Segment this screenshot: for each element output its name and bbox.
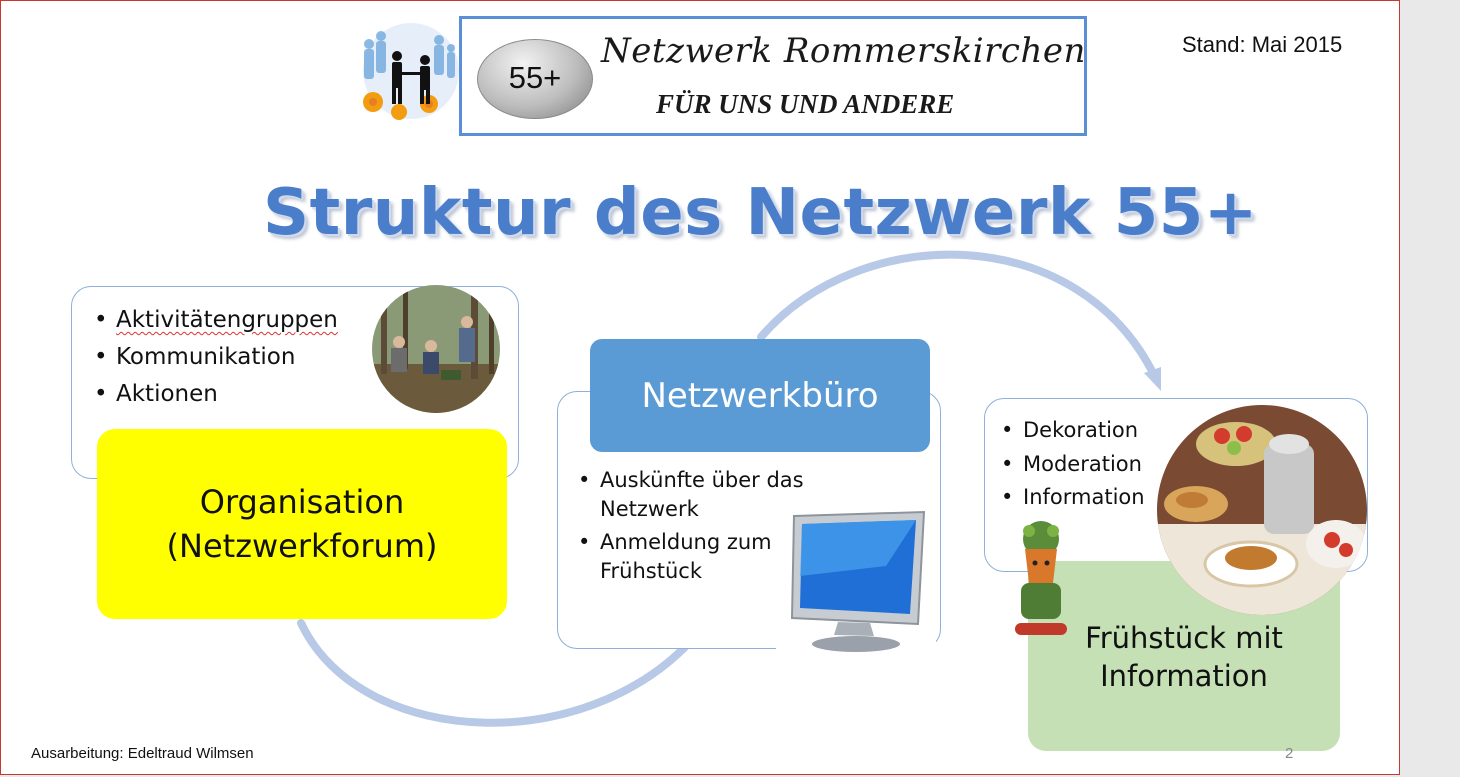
footer-author: Ausarbeitung: Edeltraud Wilmsen (31, 745, 254, 762)
list-item: Dekoration (999, 414, 1145, 448)
slide-title: Struktur des Netzwerk 55+ (263, 176, 1258, 250)
organisation-node: Organisation (Netzwerkforum) (97, 429, 507, 619)
computer-monitor-icon (776, 506, 936, 654)
list-item: Aktivitätengruppen (92, 302, 338, 339)
list-item: Kommunikation (92, 339, 338, 376)
fruehstueck-label-line2: Information (1100, 659, 1268, 693)
fruehstueck-label-line1: Frühstück mit (1085, 621, 1283, 655)
logo-subtitle: FÜR UNS UND ANDERE (656, 89, 955, 119)
list-item: Moderation (999, 448, 1145, 482)
logo-badge-text: 55+ (508, 60, 562, 95)
breakfast-table-photo (1157, 405, 1367, 615)
forest-workers-photo (372, 285, 500, 413)
fruehstueck-bullet-list: Dekoration Moderation Information (999, 414, 1145, 515)
organisation-label-line2: (Netzwerkforum) (166, 527, 438, 565)
flowerpot-figure-icon (1015, 521, 1067, 635)
page-number: 2 (1285, 745, 1294, 762)
slide: 55+ Netzwerk Rommerskirchen FÜR UNS UND … (0, 0, 1400, 775)
date-stamp: Stand: Mai 2015 (1182, 32, 1343, 57)
fruehstueck-node: Frühstück mit Information (1028, 561, 1340, 751)
logo-badge: 55+ (477, 39, 593, 119)
list-item: Information (999, 481, 1145, 515)
list-item: Aktionen (92, 376, 338, 413)
organisation-bullet-list: Aktivitätengruppen Kommunikation Aktione… (92, 302, 338, 413)
logo-title: Netzwerk Rommerskirchen (601, 31, 1086, 71)
netzwerkbuero-node: Netzwerkbüro (590, 339, 930, 452)
organisation-label-line1: Organisation (199, 483, 405, 521)
business-people-gears-icon (363, 23, 459, 120)
